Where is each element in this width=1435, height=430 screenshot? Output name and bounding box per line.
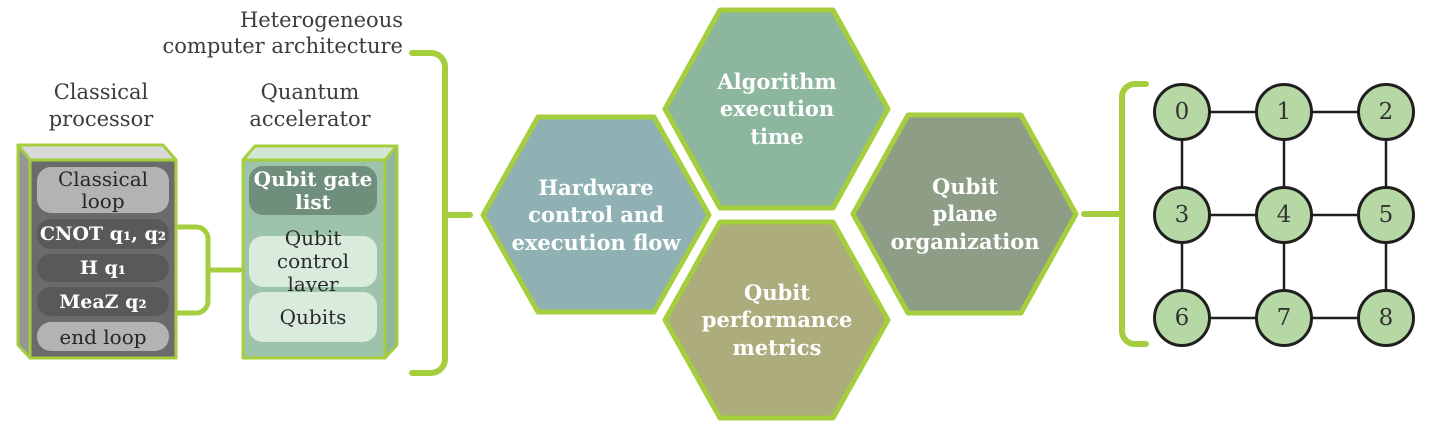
classical-box-side-face (16, 143, 32, 360)
hexagon-algorithm-time (662, 7, 891, 211)
classical-row-classical-loop: Classical loop (37, 167, 169, 213)
classical-processor-label: Classical processor (48, 80, 154, 131)
hexagon-qubit-performance (662, 219, 891, 421)
quantum-row-qubits: Qubits (249, 292, 377, 342)
qubit-node-0: 0 (1153, 83, 1211, 141)
qubit-grid-bracket-line (1119, 81, 1149, 347)
hexagon-hardware-control-label: Hardware control and execution flow (511, 175, 681, 255)
quantum-box-top-face (241, 144, 399, 162)
quantum-accelerator-label: Quantum accelerator (249, 80, 371, 131)
classical-quantum-connector (175, 224, 243, 316)
heterogeneous-architecture-label: Heterogeneous computer architecture (162, 8, 404, 58)
hexagon-algorithm-time-label: Algorithm execution time (717, 69, 837, 149)
classical-row-cnot: CNOT q₁, q₂ (37, 219, 169, 249)
quantum-row-qubit-gate-list: Qubit gate list (249, 166, 377, 215)
qubit-node-8: 8 (1357, 289, 1415, 347)
classical-box-top-face (16, 143, 178, 162)
hexagon-qubit-plane (850, 112, 1079, 316)
hexagon-qubit-performance-label: Qubit performance metrics (701, 280, 853, 360)
classical-row-end-loop: end loop (37, 322, 169, 351)
hexagon-hardware-control (480, 114, 712, 315)
classical-row-meaz: MeaZ q₂ (37, 287, 169, 316)
qubit-grid-bracket (1081, 81, 1149, 347)
qubit-node-1: 1 (1255, 83, 1313, 141)
quantum-box-side-face (383, 144, 399, 360)
qubit-node-4: 4 (1255, 186, 1313, 244)
qubit-node-3: 3 (1153, 186, 1211, 244)
quantum-row-qubit-control-layer: Qubit control layer (249, 227, 377, 296)
architecture-brace-line (409, 50, 448, 376)
architecture-brace (409, 50, 473, 376)
qubit-node-7: 7 (1255, 289, 1313, 347)
qubit-node-5: 5 (1357, 186, 1415, 244)
qubit-node-6: 6 (1153, 289, 1211, 347)
connector-bracket (175, 224, 211, 316)
hexagon-qubit-plane-label: Qubit plane organization (890, 174, 1040, 254)
classical-row-h: H q₁ (37, 254, 169, 282)
qubit-node-2: 2 (1357, 83, 1415, 141)
